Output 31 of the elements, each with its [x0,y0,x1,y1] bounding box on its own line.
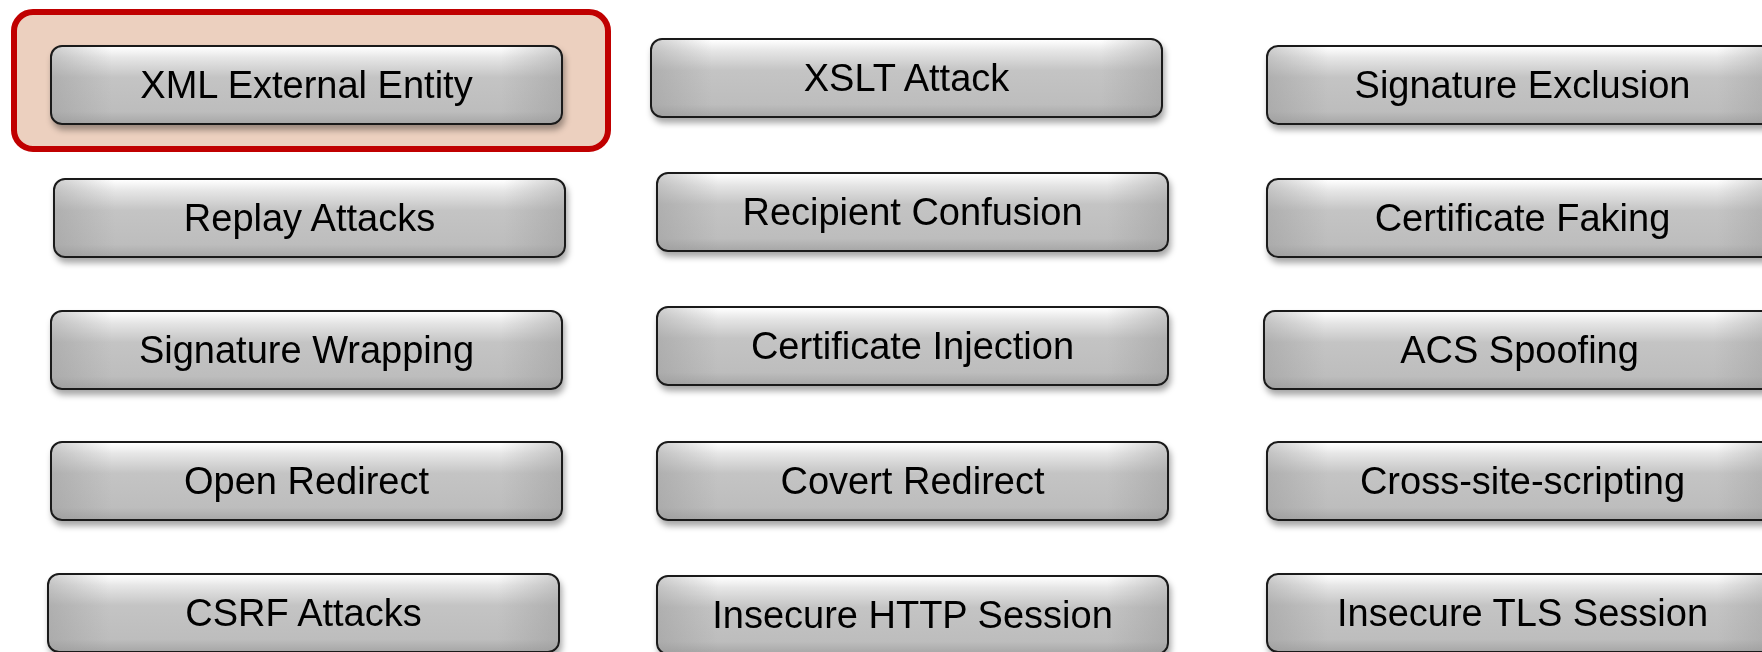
attack-label: Certificate Injection [750,324,1075,368]
attack-button [50,45,563,125]
attack-label: Signature Wrapping [138,328,475,372]
attack-label: Recipient Confusion [742,190,1083,234]
attack-label: Open Redirect [184,459,429,503]
attack-label: XSLT Attack [803,56,1010,100]
attack-label: Cross-site-scripting [1359,459,1686,503]
attack-button [1266,45,1762,125]
attack-button [50,441,563,521]
attack-label: Certificate Faking [1374,196,1671,240]
attack-label: Replay Attacks [183,196,436,240]
attack-label: CSRF Attacks [185,591,422,635]
attack-label: Signature Exclusion [1354,63,1691,107]
attack-button [1266,178,1762,258]
attack-label: Covert Redirect [780,459,1045,503]
attack-button [656,441,1169,521]
attack-label: Insecure HTTP Session [712,593,1113,637]
attack-button [47,573,560,652]
attack-label: XML External Entity [140,63,473,107]
attack-button [1263,310,1762,390]
attack-button [1266,573,1762,652]
attack-button [50,310,563,390]
attack-button [656,172,1169,252]
attack-button [650,38,1163,118]
attack-button [656,306,1169,386]
attack-button [1266,441,1762,521]
attack-label: ACS Spoofing [1400,328,1639,372]
attack-button [656,575,1169,652]
highlight-frame [11,9,611,152]
attack-button [53,178,566,258]
attack-label: Insecure TLS Session [1336,591,1709,635]
